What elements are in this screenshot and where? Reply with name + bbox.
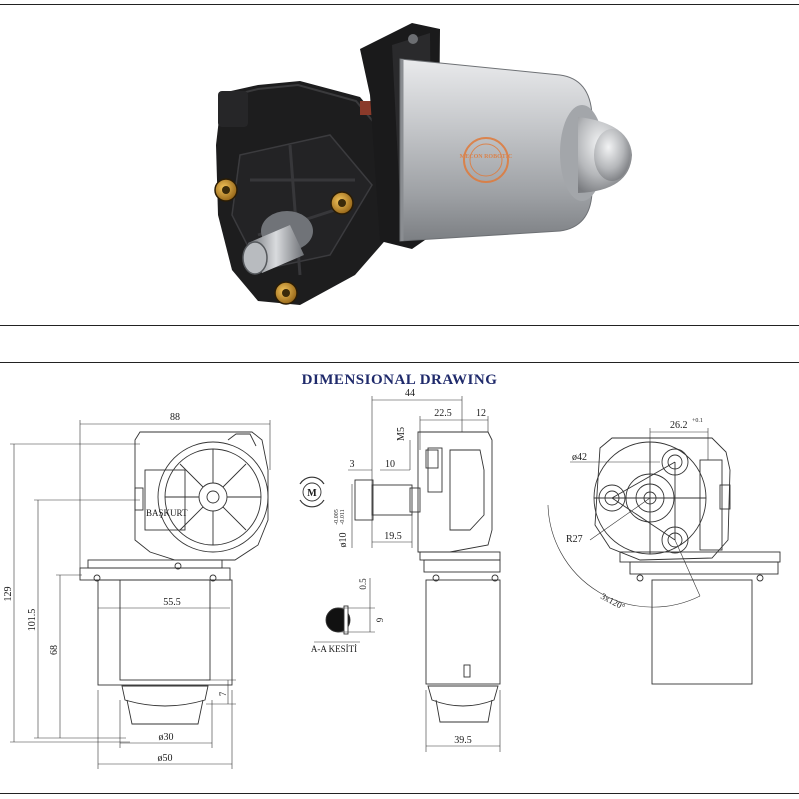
side-view <box>354 431 501 723</box>
dim-inner-dia: ø30 <box>159 732 174 743</box>
dim-shaft-len: 19.5 <box>384 531 402 542</box>
dim-radius: R27 <box>566 534 583 545</box>
back-view-dimensions <box>547 428 709 608</box>
section-label: A-A KESİTİ <box>311 644 357 654</box>
dim-depth-total: 44 <box>405 388 415 399</box>
side-view-dimensions <box>348 396 501 752</box>
motor-can <box>399 58 632 242</box>
logo-text: MECON ROBOTIC <box>460 154 513 160</box>
output-shaft <box>242 211 313 275</box>
dim-shaft-tol-top: -0.005 <box>334 509 340 525</box>
dim-height-mid: 101.5 <box>27 609 38 632</box>
dim-offset: 26.2 <box>670 420 688 431</box>
dim-depth-mid: 22.5 <box>434 408 452 419</box>
dim-thread: M5 <box>396 427 407 441</box>
dim-height-low: 68 <box>49 645 60 655</box>
dim-height-total: 129 <box>3 587 14 602</box>
section-aa <box>314 578 375 643</box>
dim-width-top: 88 <box>170 412 180 423</box>
dim-shaft-tol-bot: -0.011 <box>340 509 346 524</box>
dim-circle: ø42 <box>572 452 587 463</box>
motor-photo: MECON ROBOTIC <box>214 23 632 305</box>
front-view <box>79 431 269 725</box>
motor-symbol-letter: M <box>307 488 317 499</box>
logo-stamp: MECON ROBOTIC <box>460 137 513 183</box>
front-view-dimensions <box>10 420 271 769</box>
dim-motor-dia: 39.5 <box>454 735 472 746</box>
dim-shaft-dia: ø10 <box>338 533 349 548</box>
dim-shaft-b: 10 <box>385 459 395 470</box>
dim-angle: 3x120° <box>599 591 627 612</box>
dim-offset-tol: +0.1 <box>692 418 703 424</box>
motor-rotation-symbol <box>299 476 325 508</box>
product-photo-panel: MECON ROBOTIC <box>0 4 799 326</box>
dim-dome: 7 <box>218 691 228 696</box>
dim-flange: 55.5 <box>163 597 181 608</box>
brand-label: BAŞKURT <box>146 508 188 518</box>
back-view <box>593 437 781 685</box>
section-dim-b: 9 <box>375 617 385 622</box>
dimensional-drawing-panel <box>0 362 799 794</box>
drawing-title: DIMENSIONAL DRAWING <box>301 372 498 388</box>
brass-insert-icons <box>214 178 354 305</box>
dim-outer-dia: ø50 <box>158 753 173 764</box>
dim-shaft-a: 3 <box>350 459 355 470</box>
dim-depth-right: 12 <box>476 408 486 419</box>
section-dim-a: 0.5 <box>358 578 368 590</box>
